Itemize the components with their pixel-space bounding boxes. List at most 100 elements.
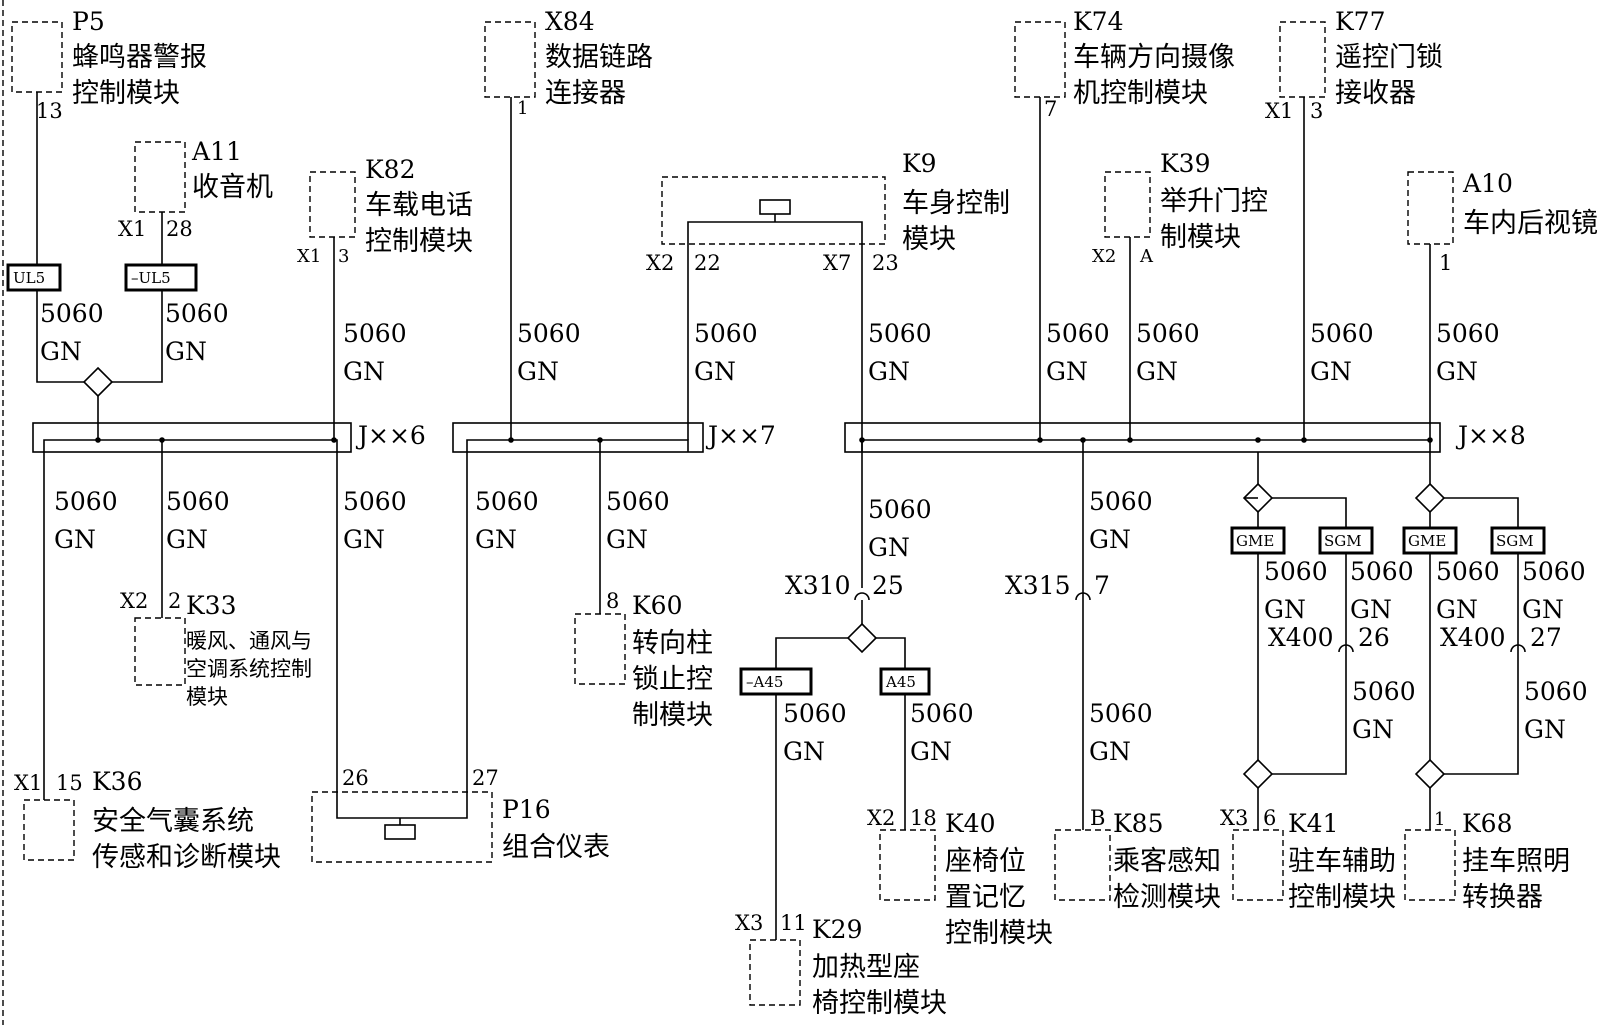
k40-name-line1: 座椅位 xyxy=(945,846,1026,877)
k41-pin: 6 xyxy=(1263,806,1276,830)
k41-name-line2: 控制模块 xyxy=(1288,882,1396,913)
a10-ref: A10 xyxy=(1462,169,1513,198)
k33-wire-color: GN xyxy=(166,525,208,554)
x400b-ref: X400 xyxy=(1440,623,1506,652)
x315-pin: 7 xyxy=(1094,571,1110,600)
k40-ref: K40 xyxy=(945,809,996,838)
k85-wire-color: GN xyxy=(1089,737,1131,766)
k60-name-line3: 制模块 xyxy=(632,700,713,731)
k33-name-line1: 暖风、通风与 xyxy=(186,629,312,653)
a11-wire-circuit: 5060 xyxy=(165,299,229,328)
k33-pin: 2 xyxy=(168,589,181,613)
splice-diamond-a45 xyxy=(846,622,878,654)
k85-wire-circuit: 5060 xyxy=(1089,699,1153,728)
module-k33: X2 2 K33 暖风、通风与 空调系统控制 模块 xyxy=(120,589,312,709)
k41-name-line1: 驻车辅助 xyxy=(1288,846,1396,877)
x84-name-line2: 连接器 xyxy=(545,78,626,109)
x84-wire-circuit: 5060 xyxy=(517,319,581,348)
p16-left-wire-color: GN xyxy=(343,525,385,554)
splice-diamond-k68-bottom xyxy=(1414,758,1446,790)
k39-conn: X2 xyxy=(1092,246,1116,267)
k33-name-line3: 模块 xyxy=(186,685,228,709)
x310-wire-color: GN xyxy=(868,533,910,562)
k39-wire-color: GN xyxy=(1136,357,1178,386)
k33-name-line2: 空调系统控制 xyxy=(186,657,312,681)
inline-connector-x315: X315 7 xyxy=(1005,571,1110,601)
splice-j6-label: J××6 xyxy=(355,421,426,450)
k60-pin: 8 xyxy=(606,589,619,613)
k74-pin: 7 xyxy=(1044,97,1057,121)
k68-gme-wire-circuit: 5060 xyxy=(1436,557,1500,586)
k40-name-line2: 置记忆 xyxy=(945,882,1026,913)
splice-j8: J××8 xyxy=(844,421,1526,453)
p5-wire-circuit: 5060 xyxy=(40,299,104,328)
a11-wire-color: GN xyxy=(165,337,207,366)
option-sgm-k68-label: SGM xyxy=(1496,532,1534,550)
k68-pin: 1 xyxy=(1434,809,1445,830)
k29-ref: K29 xyxy=(812,915,863,944)
x84-name-line1: 数据链路 xyxy=(545,42,653,73)
p5-name-line2: 控制模块 xyxy=(72,78,180,109)
x315-wire-color: GN xyxy=(1089,525,1131,554)
k60-ref: K60 xyxy=(632,591,683,620)
k39-pin: A xyxy=(1139,246,1154,267)
k60-name-line2: 锁止控 xyxy=(632,664,713,695)
k77-ref: K77 xyxy=(1335,7,1386,36)
k68-name-line1: 挂车照明 xyxy=(1462,846,1570,877)
k41-gme-wire-circuit: 5060 xyxy=(1264,557,1328,586)
k41-conn: X3 xyxy=(1220,806,1248,830)
option-not-ul5-label: –UL5 xyxy=(131,269,171,287)
p5-pin: 13 xyxy=(36,99,63,123)
x84-wire-color: GN xyxy=(517,357,559,386)
k40-wire-color: GN xyxy=(910,737,952,766)
k41-gme-wire-color: GN xyxy=(1264,595,1306,624)
k82-conn: X1 xyxy=(297,246,321,267)
splice-j7-label: J××7 xyxy=(705,421,776,450)
k68-x400-wire-circuit: 5060 xyxy=(1524,677,1588,706)
k36-pin: 15 xyxy=(56,771,83,795)
k82-name-line1: 车载电话 xyxy=(365,190,473,221)
k68-sgm-wire-color: GN xyxy=(1522,595,1564,624)
option-not-ul5 xyxy=(124,263,198,292)
k41-sgm-wire-color: GN xyxy=(1350,595,1392,624)
module-k82: K82 车载电话 控制模块 X1 3 xyxy=(297,155,473,267)
k85-pin: B xyxy=(1090,806,1105,830)
k82-name-line2: 控制模块 xyxy=(365,226,473,257)
k74-wire-circuit: 5060 xyxy=(1046,319,1110,348)
option-sgm-k41-label: SGM xyxy=(1324,532,1362,550)
option-ul5 xyxy=(6,263,62,292)
inline-connector-x400-27: X400 27 xyxy=(1440,623,1562,653)
k77-pin: 3 xyxy=(1310,99,1323,123)
inline-connector-x310: X310 25 xyxy=(785,571,904,601)
k41-sgm-wire-circuit: 5060 xyxy=(1350,557,1414,586)
x400a-pin: 26 xyxy=(1358,623,1390,652)
module-x84: X84 数据链路 连接器 1 xyxy=(484,7,653,119)
splice-diamond-k68-top xyxy=(1414,482,1446,514)
k40-pin: 18 xyxy=(910,806,937,830)
k74-name-line2: 机控制模块 xyxy=(1073,78,1208,109)
k36-wire-color: GN xyxy=(54,525,96,554)
module-k74: K74 车辆方向摄像 机控制模块 7 xyxy=(1014,7,1235,121)
k9-x2-wire-circuit: 5060 xyxy=(694,319,758,348)
a11-pin: 28 xyxy=(166,217,193,241)
option-gme-k41-label: GME xyxy=(1236,532,1274,550)
p5-name-line1: 蜂鸣器警报 xyxy=(72,42,207,73)
k33-conn: X2 xyxy=(120,589,148,613)
k82-wire-circuit: 5060 xyxy=(343,319,407,348)
k29-wire-circuit: 5060 xyxy=(783,699,847,728)
a10-name-line1: 车内后视镜 xyxy=(1463,208,1598,239)
module-p5: P5 蜂鸣器警报 控制模块 13 xyxy=(11,7,207,123)
option-not-a45-label: –A45 xyxy=(746,673,783,691)
k9-conn1: X2 xyxy=(646,251,674,275)
option-ul5-label: UL5 xyxy=(13,269,45,287)
a10-wire-circuit: 5060 xyxy=(1436,319,1500,348)
k33-ref: K33 xyxy=(186,591,237,620)
k29-pin: 11 xyxy=(780,911,807,935)
k40-wire-circuit: 5060 xyxy=(910,699,974,728)
k82-ref: K82 xyxy=(365,155,416,184)
inline-connector-x400-26: X400 26 xyxy=(1268,623,1390,653)
k36-conn: X1 xyxy=(14,771,42,795)
k77-wire-color: GN xyxy=(1310,357,1352,386)
k9-name-line2: 模块 xyxy=(902,224,956,255)
